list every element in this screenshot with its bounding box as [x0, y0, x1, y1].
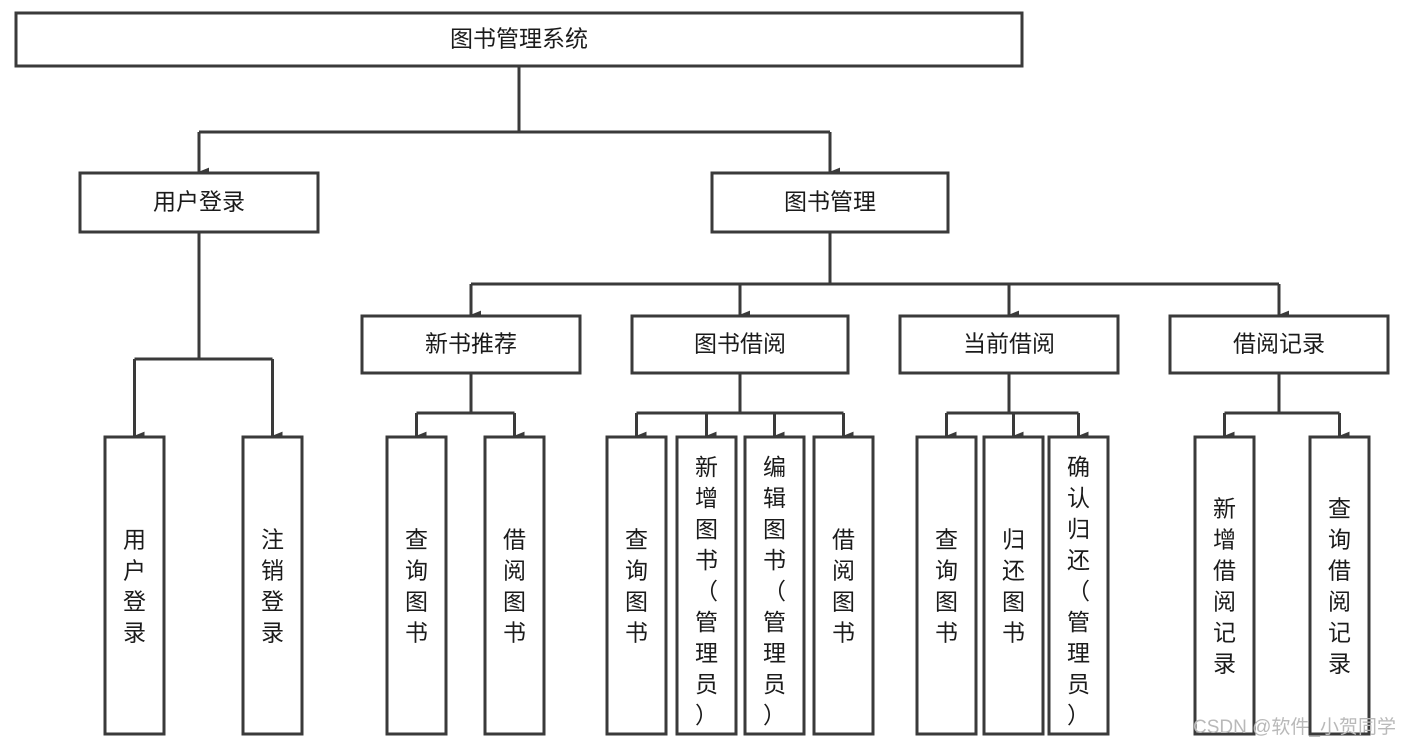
node-box[interactable]	[743, 435, 806, 736]
node-label: 借阅图书	[503, 527, 526, 646]
node-label: 新增图书（管理员）	[695, 454, 718, 728]
node-leaf-borrow-book-1[interactable]: 借阅图书	[483, 435, 546, 736]
node-box[interactable]	[241, 435, 304, 736]
node-borrow-record[interactable]: 借阅记录	[1168, 314, 1390, 375]
node-box[interactable]	[1193, 435, 1256, 736]
node-leaf-add-book[interactable]: 新增图书（管理员）	[675, 435, 738, 736]
node-box[interactable]	[1168, 314, 1390, 375]
node-leaf-query-book-3[interactable]: 查询图书	[915, 435, 978, 736]
node-box[interactable]	[898, 314, 1120, 375]
node-label: 查询图书	[625, 527, 648, 646]
node-leaf-user-login[interactable]: 用户登录	[103, 435, 166, 736]
node-leaf-edit-book[interactable]: 编辑图书（管理员）	[743, 435, 806, 736]
node-current-borrow[interactable]: 当前借阅	[898, 314, 1120, 375]
node-label: 图书借阅	[694, 331, 786, 357]
node-label: 用户登录	[153, 189, 245, 215]
node-label: 确认归还（管理员）	[1067, 454, 1090, 728]
node-label: 查询图书	[405, 527, 428, 646]
node-leaf-query-book-1[interactable]: 查询图书	[385, 435, 448, 736]
node-box[interactable]	[14, 11, 1024, 68]
node-root[interactable]: 图书管理系统	[14, 11, 1024, 68]
node-box[interactable]	[1047, 435, 1110, 736]
node-leaf-add-borrow-record[interactable]: 新增借阅记录	[1193, 435, 1256, 736]
node-label: 图书管理系统	[450, 26, 588, 52]
node-leaf-confirm-return[interactable]: 确认归还（管理员）	[1047, 435, 1110, 736]
node-book-borrow[interactable]: 图书借阅	[630, 314, 850, 375]
node-new-book-recommend[interactable]: 新书推荐	[360, 314, 582, 375]
node-box[interactable]	[483, 435, 546, 736]
node-label: 新增借阅记录	[1213, 496, 1236, 677]
node-label: 图书管理	[784, 189, 876, 215]
node-box[interactable]	[982, 435, 1045, 736]
node-label: 编辑图书（管理员）	[763, 454, 786, 728]
node-leaf-query-book-2[interactable]: 查询图书	[605, 435, 668, 736]
csdn-watermark: CSDN @软件_小贺同学	[1193, 716, 1396, 738]
node-label: 查询图书	[935, 527, 958, 646]
node-leaf-logout[interactable]: 注销登录	[241, 435, 304, 736]
node-box[interactable]	[360, 314, 582, 375]
node-book-management[interactable]: 图书管理	[710, 171, 950, 234]
node-box[interactable]	[605, 435, 668, 736]
node-label: 用户登录	[123, 527, 146, 646]
node-label: 注销登录	[261, 527, 284, 646]
node-box[interactable]	[103, 435, 166, 736]
node-box[interactable]	[385, 435, 448, 736]
node-box[interactable]	[710, 171, 950, 234]
node-box[interactable]	[675, 435, 738, 736]
node-box[interactable]	[812, 435, 875, 736]
node-box[interactable]	[915, 435, 978, 736]
node-label: 借阅图书	[832, 527, 855, 646]
node-label: 借阅记录	[1233, 331, 1325, 357]
node-layer: 图书管理系统用户登录图书管理新书推荐图书借阅当前借阅借阅记录用户登录注销登录查询…	[14, 11, 1390, 736]
node-label: 当前借阅	[963, 331, 1055, 357]
node-leaf-query-borrow-record[interactable]: 查询借阅记录	[1308, 435, 1371, 736]
node-label: 新书推荐	[425, 331, 517, 357]
node-box[interactable]	[630, 314, 850, 375]
node-leaf-return-book[interactable]: 归还图书	[982, 435, 1045, 736]
node-box[interactable]	[78, 171, 320, 234]
node-box[interactable]	[1308, 435, 1371, 736]
node-label: 查询借阅记录	[1328, 496, 1351, 677]
node-user-login[interactable]: 用户登录	[78, 171, 320, 234]
connector-layer	[133, 66, 1350, 441]
node-label: 归还图书	[1002, 527, 1025, 646]
node-leaf-borrow-book-2[interactable]: 借阅图书	[812, 435, 875, 736]
